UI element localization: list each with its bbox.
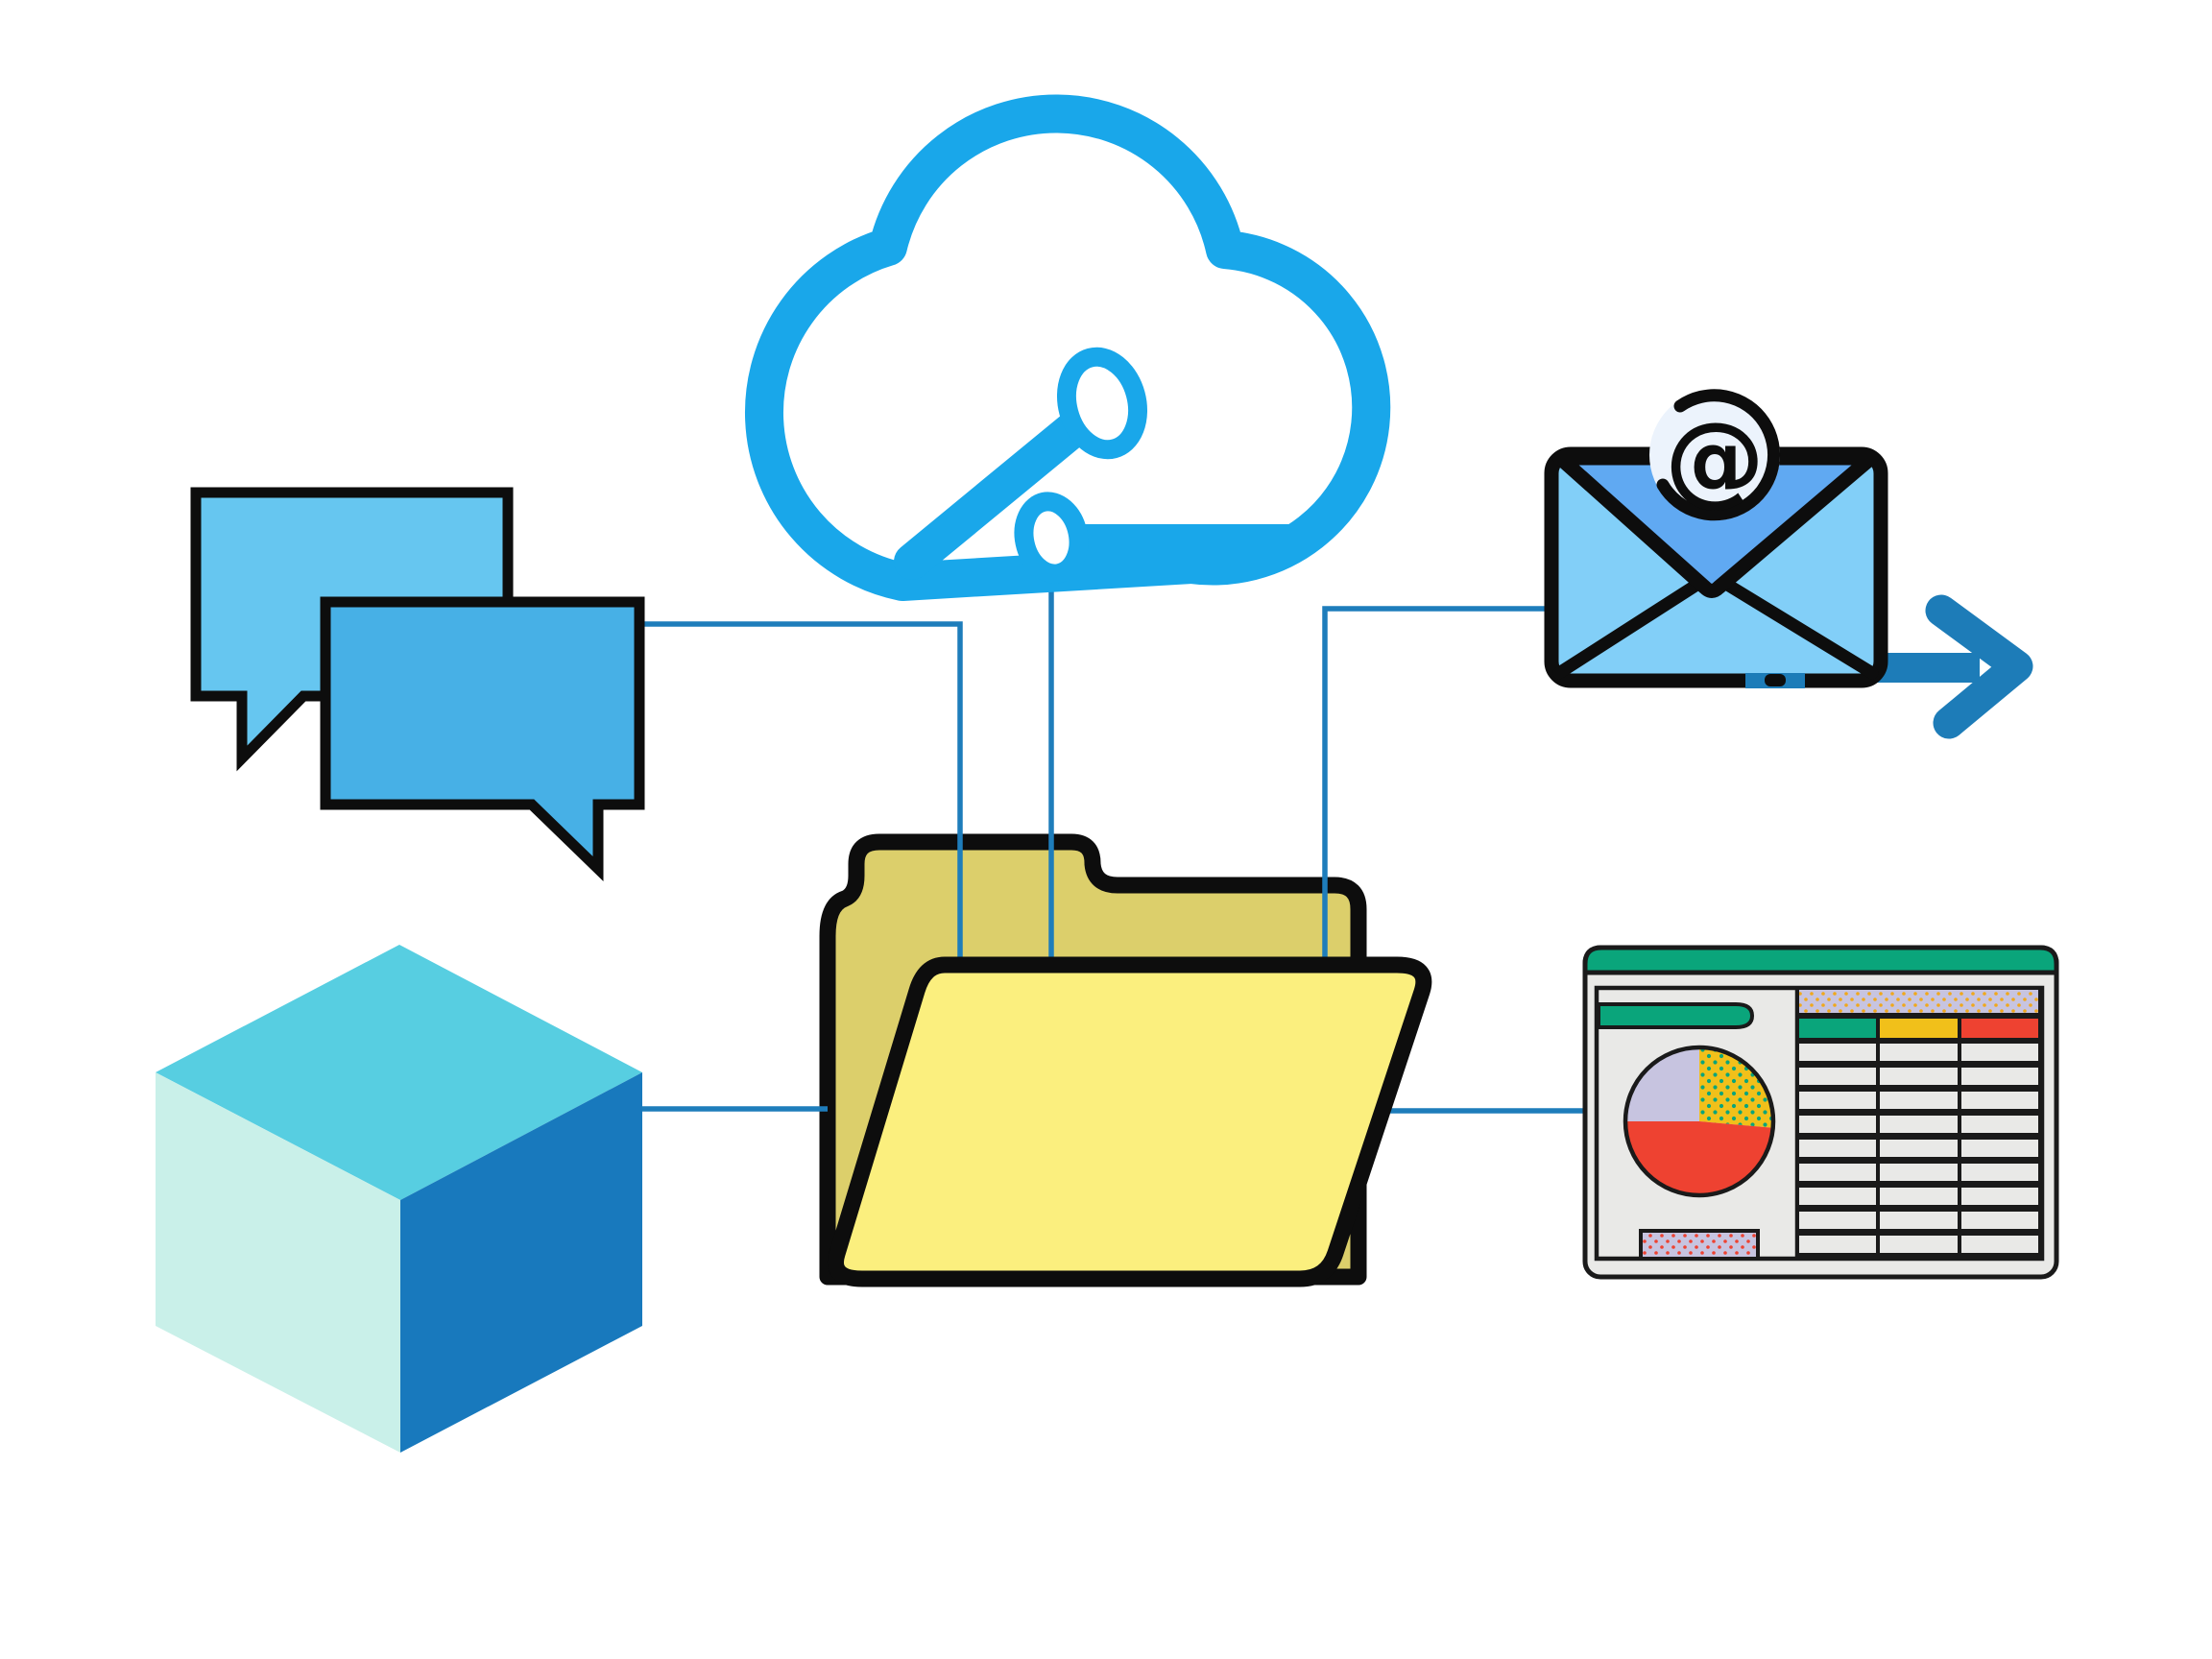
- sheet-legend-patch: [1639, 1229, 1760, 1261]
- connector-chat-to-folder: [639, 621, 963, 968]
- outgoing-email-icon: @: [1544, 389, 2033, 739]
- cloud-node-large: [1056, 347, 1148, 460]
- sheet-table: [1795, 986, 2042, 1257]
- connector-email-to-folder: [1322, 606, 1551, 968]
- cloud-outline: [744, 94, 1391, 601]
- arrow-head: [1925, 594, 2033, 739]
- envelope-fold-right: [1705, 568, 1879, 680]
- envelope-flap: [1552, 450, 1879, 598]
- envelope-fold-left: [1552, 568, 1719, 680]
- at-badge-ring: [1656, 389, 1781, 521]
- table-grid-rows: [1795, 1040, 2042, 1257]
- cube-right-face: [400, 1072, 642, 1453]
- table-header-row: [1795, 986, 2042, 1017]
- cube-top-face: [156, 945, 642, 1200]
- spreadsheet-report-icon: [1582, 945, 2059, 1280]
- connector-lines: [639, 586, 1589, 1114]
- at-symbol-icon: @: [1665, 400, 1765, 517]
- cube-left-face: [156, 1072, 400, 1453]
- at-badge: [1649, 390, 1780, 520]
- table-cell-green: [1795, 1015, 1880, 1042]
- data-cube-icon: [156, 945, 642, 1453]
- pie-slice-yellow-dotted: [1699, 1047, 1773, 1128]
- connected-cloud-icon: [744, 94, 1391, 601]
- cloud-node-small: [1014, 492, 1089, 584]
- chat-messages-icon: [190, 487, 645, 882]
- table-cell-red: [1958, 1015, 2042, 1042]
- sheet-pie-chart: [1623, 1045, 1776, 1198]
- envelope-bottom-dash: [1765, 674, 1786, 686]
- folder-front-panel: [828, 956, 1432, 1287]
- pie-outline: [1623, 1045, 1776, 1198]
- sheet-green-pill: [1597, 1002, 1755, 1029]
- chat-bubble-front: [320, 596, 645, 882]
- pie-slice-red: [1625, 1121, 1773, 1195]
- sheet-titlebar: [1582, 945, 2059, 975]
- table-cell-yellow: [1876, 1015, 1961, 1042]
- pie-slice-lavender: [1625, 1047, 1699, 1121]
